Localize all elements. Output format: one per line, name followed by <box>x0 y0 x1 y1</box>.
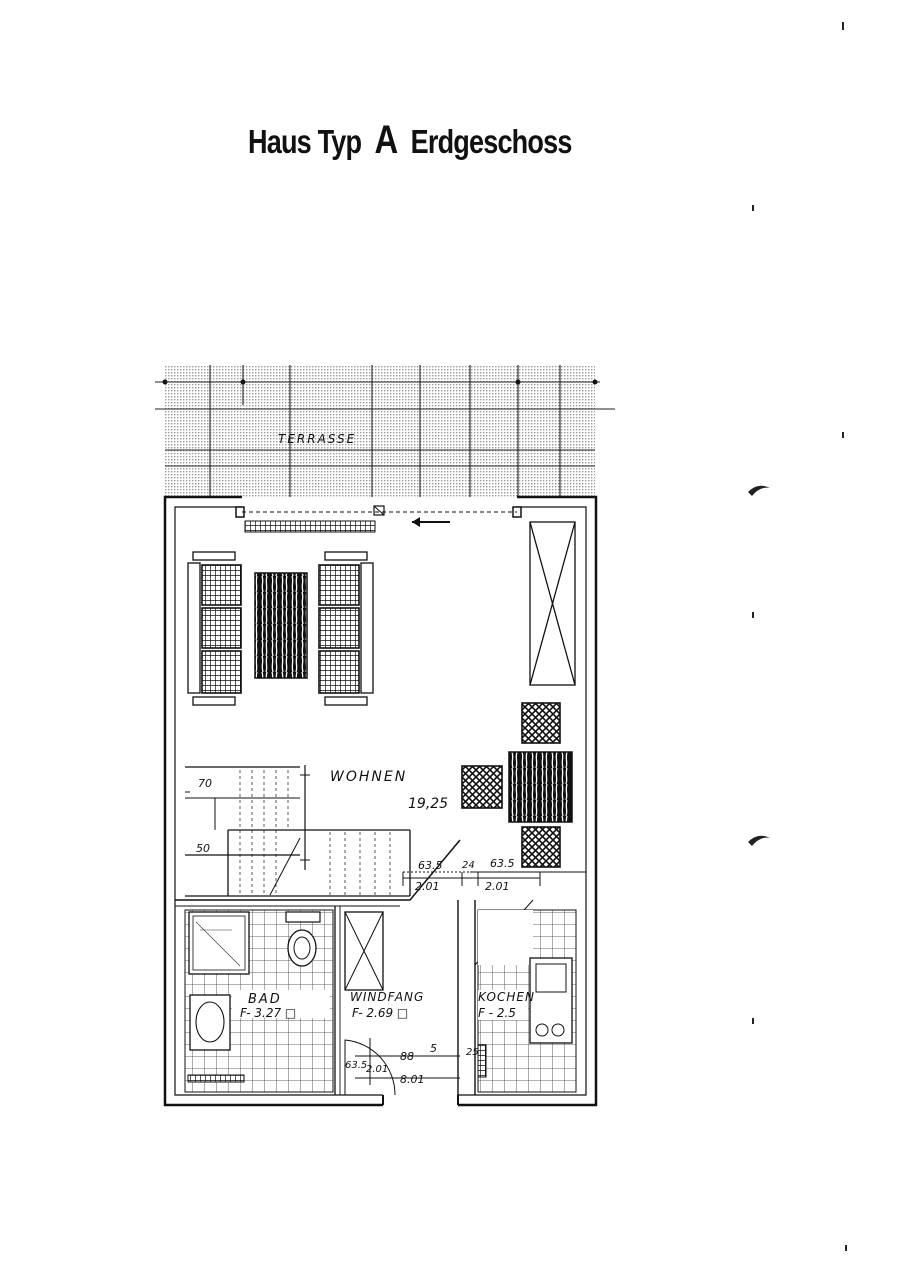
living-room-label: WOHNEN <box>330 769 407 785</box>
staircase <box>185 765 411 897</box>
outer-walls <box>163 495 598 1107</box>
dimension-lines <box>185 791 541 1085</box>
dim-24: 24 <box>462 860 475 871</box>
dim-63-5-c: 63.5 <box>345 1060 367 1071</box>
page-title: Haus Typ A Erdgeschoss <box>248 118 572 163</box>
dim-63-5-b: 63.5 <box>490 857 515 870</box>
dim-63-5-a: 63.5 <box>418 859 443 872</box>
living-room-area: 19,25 <box>408 796 448 812</box>
dining-group <box>461 702 573 868</box>
dim-8-01: 8.01 <box>400 1073 425 1086</box>
kitchen-area: F - 2.5 <box>478 1006 516 1020</box>
sofa-group <box>187 551 374 706</box>
terrace-sliding-door <box>242 511 517 533</box>
hall-area: F- 2.69 □ <box>352 1006 408 1020</box>
terrace: TERRASSE <box>155 365 615 497</box>
bath-area: F- 3.27 □ <box>240 1006 296 1020</box>
dim-2-01-c: 2.01 <box>366 1064 388 1075</box>
terrace-label: TERRASSE <box>278 432 356 446</box>
dim-50: 50 <box>196 842 210 855</box>
dim-25: 25 <box>466 1047 479 1058</box>
bathroom <box>184 909 334 1093</box>
hall-label: WINDFANG <box>350 990 424 1004</box>
title-prefix: Haus Typ <box>248 123 362 160</box>
kitchen-label: KOCHEN <box>478 990 535 1004</box>
title-suffix: Erdgeschoss <box>410 123 573 160</box>
bath-label: BAD <box>248 992 282 1007</box>
dim-70: 70 <box>198 777 212 790</box>
dim-5: 5 <box>430 1042 437 1055</box>
dim-88: 88 <box>400 1050 414 1063</box>
dim-2-01-a: 2.01 <box>415 880 440 893</box>
wall-cabinet <box>529 521 576 686</box>
dim-2-01-b: 2.01 <box>485 880 510 893</box>
title-letter: A <box>374 118 398 162</box>
margin-marks <box>748 22 847 1251</box>
kitchen <box>477 909 577 1093</box>
entry-hall <box>344 911 396 1096</box>
